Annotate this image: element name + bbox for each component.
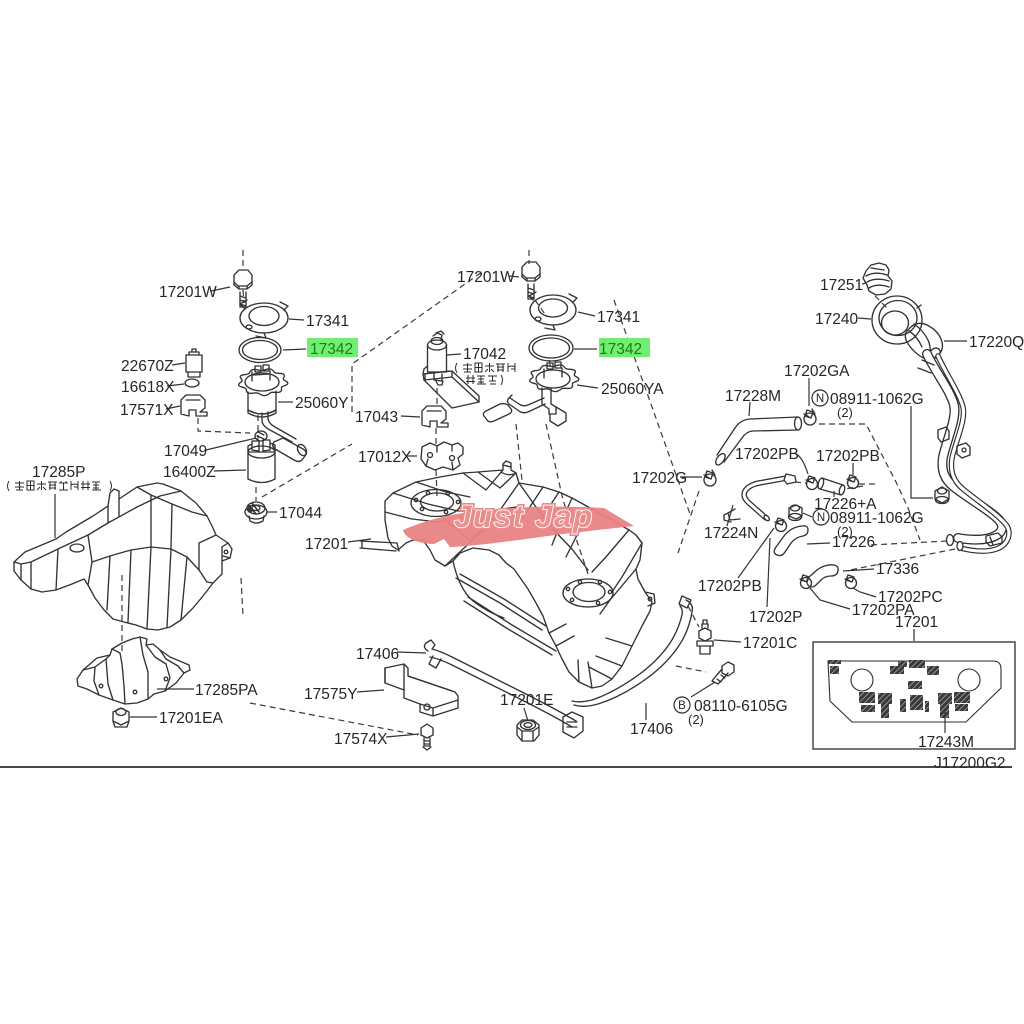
svg-text:25060YA: 25060YA xyxy=(601,381,664,398)
svg-text:17224N: 17224N xyxy=(704,525,758,542)
svg-text:17044: 17044 xyxy=(279,505,322,522)
svg-text:17201W: 17201W xyxy=(159,284,217,301)
svg-text:17336: 17336 xyxy=(876,561,919,578)
svg-text:17575Y: 17575Y xyxy=(304,686,357,703)
svg-text:17285P: 17285P xyxy=(32,464,85,481)
svg-text:17201: 17201 xyxy=(895,614,938,631)
svg-text:17251: 17251 xyxy=(820,277,863,294)
svg-text:17042: 17042 xyxy=(463,346,506,363)
svg-text:17342: 17342 xyxy=(599,341,642,358)
svg-text:17202GA: 17202GA xyxy=(784,363,850,380)
svg-text:(2): (2) xyxy=(837,405,853,420)
svg-text:17226+A: 17226+A xyxy=(814,496,877,513)
svg-text:16618X: 16618X xyxy=(121,379,175,396)
svg-text:17226: 17226 xyxy=(832,534,875,551)
svg-text:25060Y: 25060Y xyxy=(295,395,348,412)
svg-text:17220Q: 17220Q xyxy=(969,334,1024,351)
svg-text:17202P: 17202P xyxy=(749,609,802,626)
svg-text:17012X: 17012X xyxy=(358,449,412,466)
svg-text:J17200G2: J17200G2 xyxy=(934,755,1006,772)
svg-text:17201E: 17201E xyxy=(500,692,553,709)
svg-text:17342: 17342 xyxy=(310,341,353,358)
svg-text:17202PB: 17202PB xyxy=(698,578,762,595)
svg-text:Just Jap: Just Jap xyxy=(454,498,594,534)
svg-text:17202PB: 17202PB xyxy=(816,448,880,465)
svg-text:17341: 17341 xyxy=(306,313,349,330)
svg-text:N: N xyxy=(816,393,824,405)
svg-text:17285PA: 17285PA xyxy=(195,682,258,699)
svg-text:16400Z: 16400Z xyxy=(163,464,216,481)
svg-text:22670Z: 22670Z xyxy=(121,358,174,375)
svg-text:17043: 17043 xyxy=(355,409,398,426)
svg-text:17202PC: 17202PC xyxy=(878,589,943,606)
svg-text:17228M: 17228M xyxy=(725,388,781,405)
svg-text:17571X: 17571X xyxy=(120,402,174,419)
svg-text:17406: 17406 xyxy=(356,646,399,663)
svg-text:N: N xyxy=(817,512,825,524)
svg-text:17574X: 17574X xyxy=(334,731,388,748)
svg-text:17201: 17201 xyxy=(305,536,348,553)
svg-text:08911-1062G: 08911-1062G xyxy=(830,510,924,527)
svg-text:17406: 17406 xyxy=(630,721,673,738)
svg-text:17201EA: 17201EA xyxy=(159,710,223,727)
svg-text:(2): (2) xyxy=(837,524,853,539)
svg-text:08110-6105G: 08110-6105G xyxy=(694,698,788,715)
svg-text:17201C: 17201C xyxy=(743,635,797,652)
svg-text:Just Jap: Just Jap xyxy=(454,498,594,534)
svg-text:17202PA: 17202PA xyxy=(852,602,915,619)
svg-text:17341: 17341 xyxy=(597,309,640,326)
svg-text:17243M: 17243M xyxy=(918,734,974,751)
svg-text:08911-1062G: 08911-1062G xyxy=(830,391,924,408)
svg-text:17240: 17240 xyxy=(815,311,858,328)
svg-text:B: B xyxy=(678,700,686,712)
svg-text:(2): (2) xyxy=(688,712,704,727)
svg-text:17202PB: 17202PB xyxy=(735,446,799,463)
svg-text:17049: 17049 xyxy=(164,443,207,460)
svg-text:17201W: 17201W xyxy=(457,269,515,286)
svg-text:17202G: 17202G xyxy=(632,470,687,487)
